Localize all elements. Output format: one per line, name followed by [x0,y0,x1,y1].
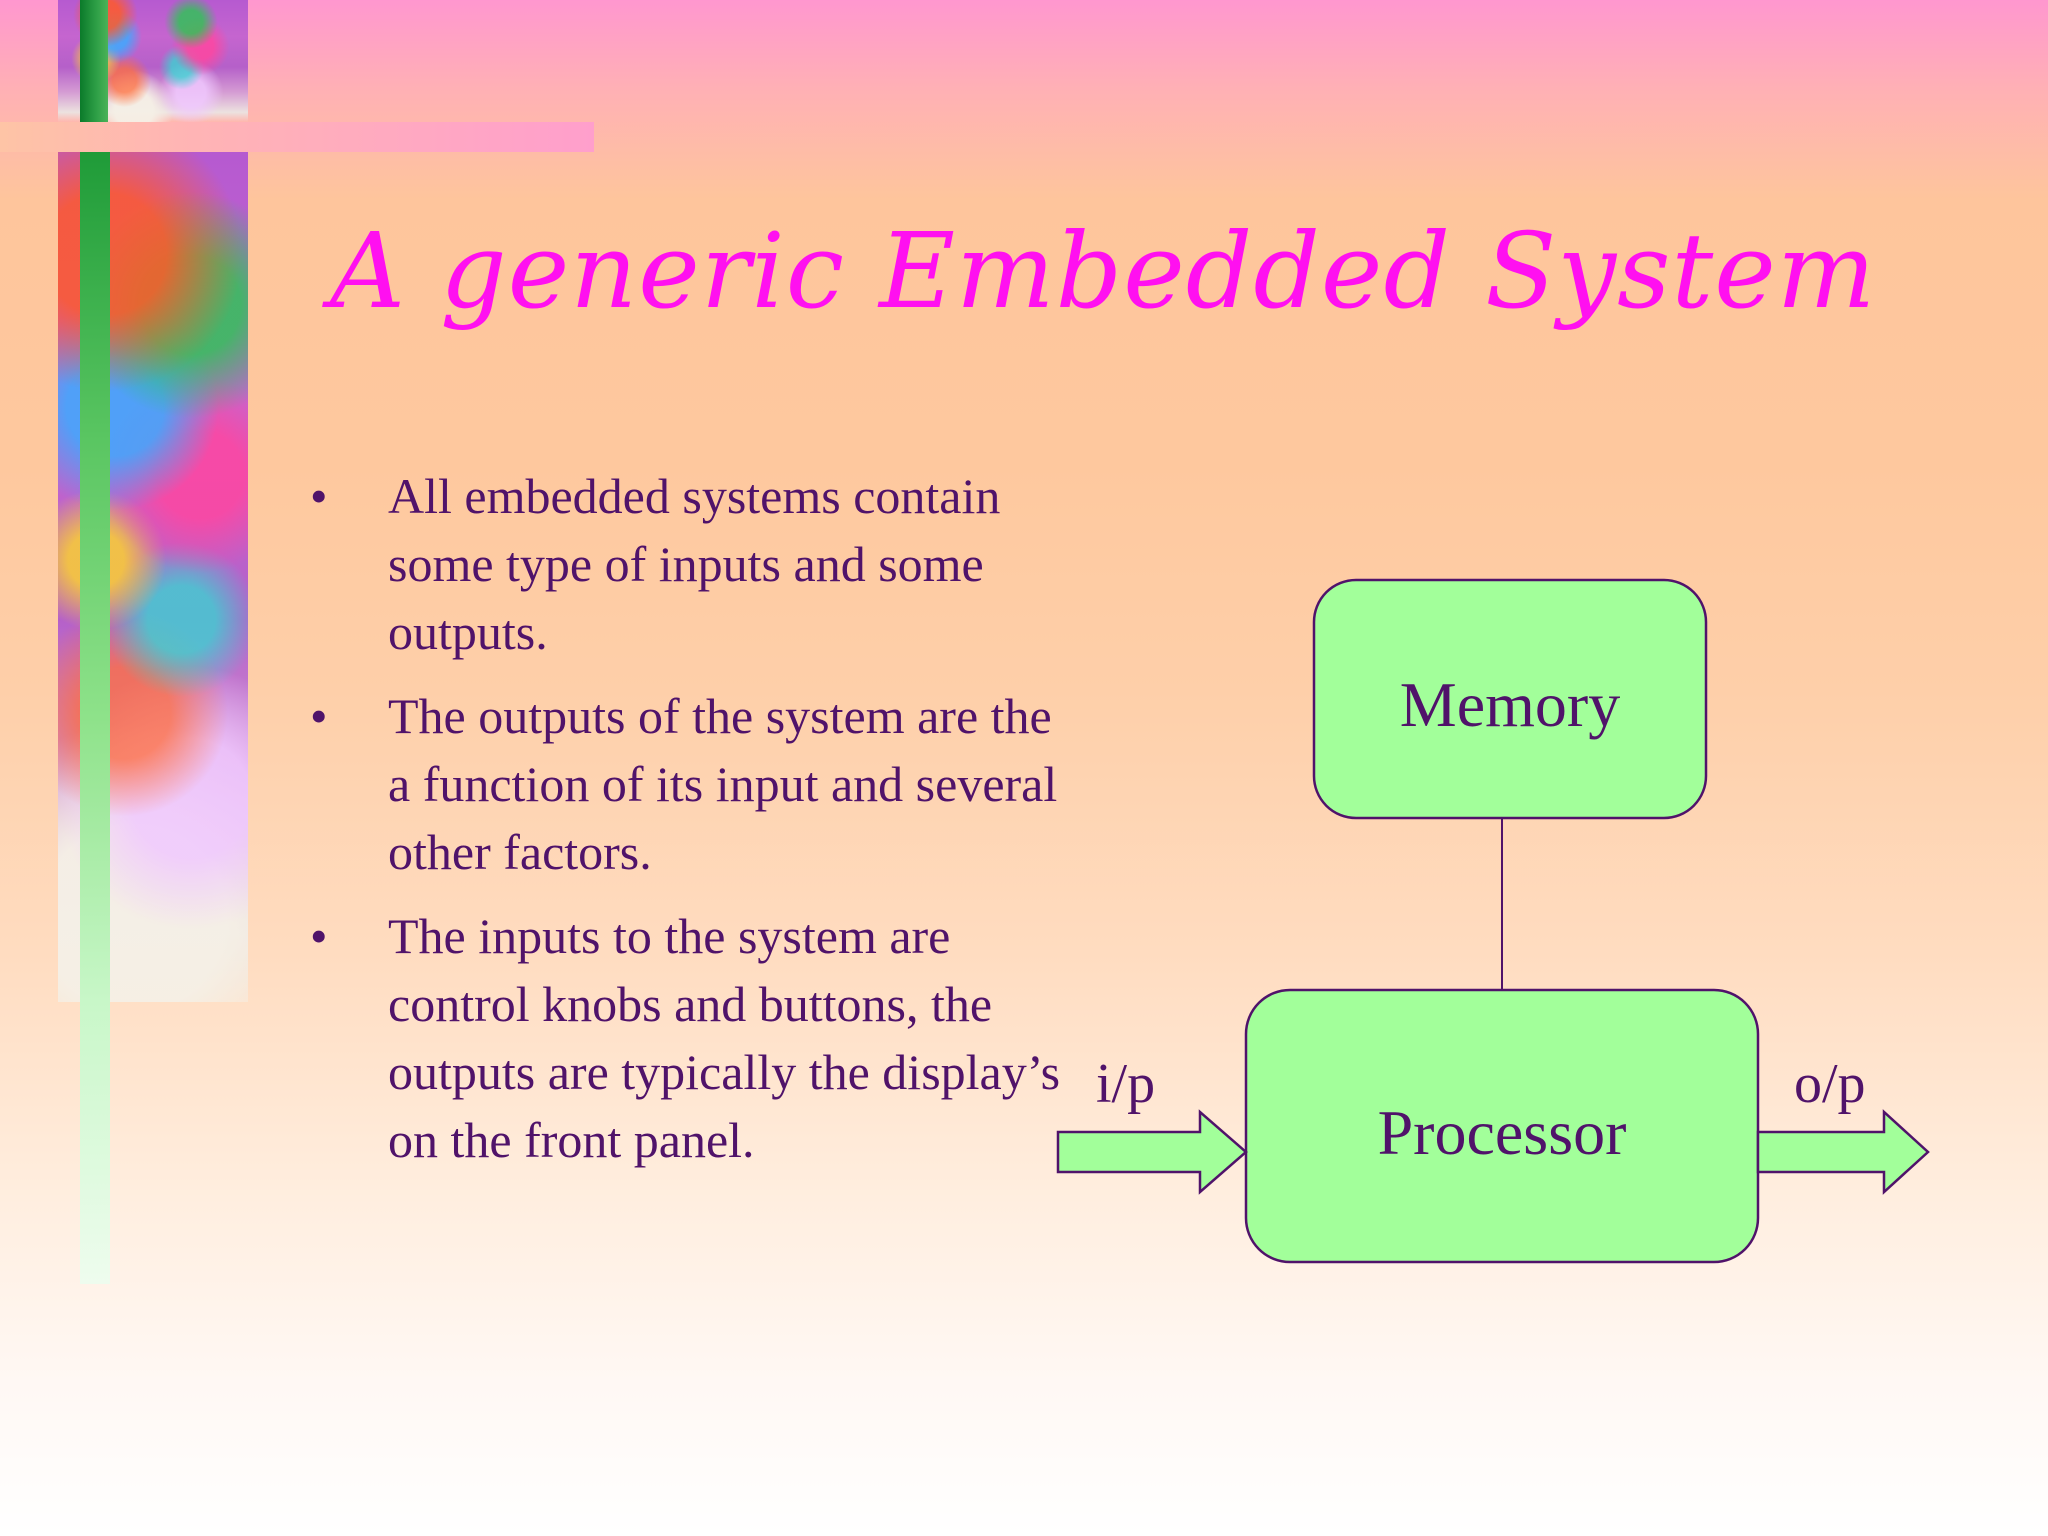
memory-block [1312,578,1708,820]
bullet-text: The outputs of the system are the a func… [388,688,1058,880]
bullet-icon: • [310,908,328,964]
output-arrow-icon [1756,1109,1930,1195]
bullet-icon: • [310,468,328,524]
processor-block [1244,988,1760,1264]
processor-label: Processor [1378,1097,1627,1168]
bullet-item: • The outputs of the system are the a fu… [300,682,1080,886]
bullet-item: • The inputs to the system are control k… [300,902,1080,1174]
bullet-icon: • [310,688,328,744]
slide-title: A generic Embedded System [330,210,1877,332]
input-label: i/p [1096,1053,1155,1115]
bullet-text: The inputs to the system are control kno… [388,908,1061,1168]
output-label: o/p [1794,1053,1866,1115]
horizontal-band [0,122,594,152]
bullet-item: • All embedded systems contain some type… [300,462,1080,666]
bullet-list: • All embedded systems contain some type… [300,462,1080,1190]
input-arrow-icon [1056,1109,1248,1195]
memory-label: Memory [1400,669,1620,740]
bullet-text: All embedded systems contain some type o… [388,468,1001,660]
green-bar-top [80,0,108,122]
green-bar [80,152,110,1284]
